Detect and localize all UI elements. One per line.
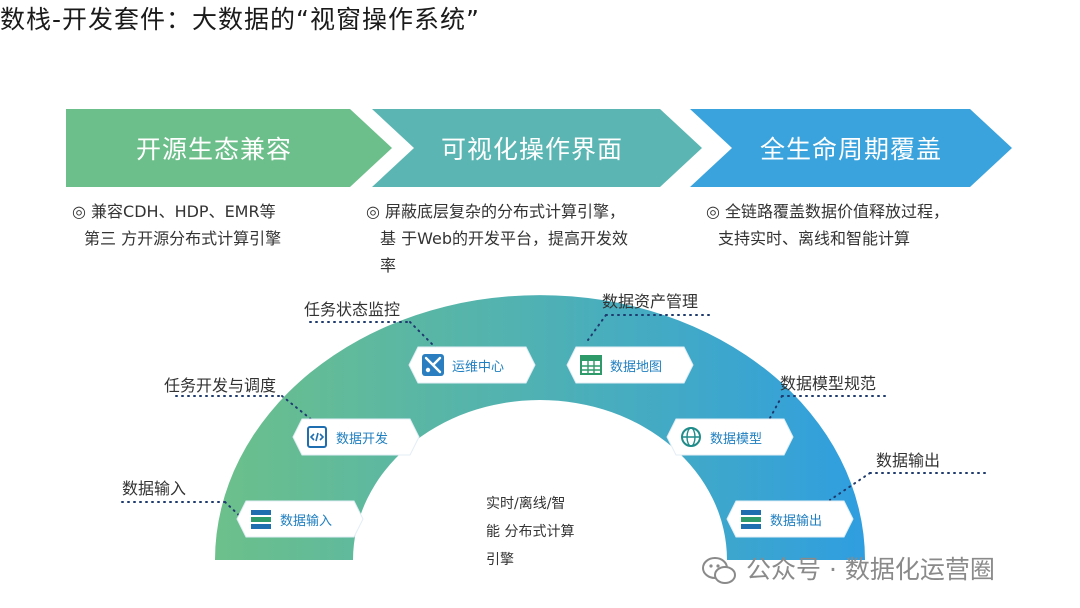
module-data-input[interactable]: 数据输入	[236, 500, 364, 538]
watermark: 公众号 · 数据化运营圈	[702, 550, 995, 586]
module-card-shape	[666, 418, 794, 456]
module-data-output[interactable]: 数据输出	[726, 500, 854, 538]
callout-asset-management: 数据资产管理	[602, 292, 699, 311]
banner-label-ecosystem: 开源生态兼容	[136, 135, 293, 164]
callout-task-monitor: 任务状态监控	[304, 300, 401, 319]
page-title: 数栈-开发套件：大数据的“视窗操作系统”	[0, 5, 480, 34]
description-line: 第三 方开源分布式计算引擎	[84, 229, 282, 248]
banner-shape-3	[690, 109, 1012, 187]
center-text-line: 实时/离线/智	[486, 496, 566, 512]
arch-band	[215, 295, 865, 560]
module-label: 数据模型	[710, 432, 763, 447]
center-engine-text: 实时/离线/智 能 分布式计算 引擎	[486, 490, 596, 574]
module-data-map[interactable]: 数据地图	[566, 346, 694, 384]
module-data-development[interactable]: 数据开发	[292, 418, 420, 456]
description-line: ◎ 全链路覆盖数据价值释放过程，	[706, 202, 950, 221]
description-line: 支持实时、离线和智能计算	[718, 229, 911, 248]
banner-label-lifecycle: 全生命周期覆盖	[760, 135, 943, 164]
stack-layers-icon	[741, 510, 761, 529]
description-line: ◎ 兼容CDH、HDP、EMR等	[72, 202, 276, 221]
description-lifecycle: ◎ 全链路覆盖数据价值释放过程， 支持实时、离线和智能计算	[706, 198, 949, 252]
code-file-icon	[307, 426, 327, 448]
watermark-text: 公众号 · 数据化运营圈	[746, 555, 995, 584]
module-label: 数据输出	[770, 514, 823, 529]
wechat-icon	[702, 557, 736, 584]
description-ecosystem: ◎ 兼容CDH、HDP、EMR等 第三 方开源分布式计算引擎	[72, 198, 281, 252]
callout-data-input: 数据输入	[122, 479, 187, 498]
globe-icon	[681, 427, 701, 447]
description-line: ◎ 屏蔽底层复杂的分布式计算引擎，	[366, 202, 626, 221]
description-visual-ui: ◎ 屏蔽底层复杂的分布式计算引擎， 基 于Web的开发平台，提高开发效 率	[366, 198, 628, 279]
description-line: 基 于Web的开发平台，提高开发效	[380, 229, 628, 248]
stack-layers-icon	[251, 510, 271, 529]
module-ops-center[interactable]: 运维中心	[408, 346, 536, 384]
banner-shape-2	[372, 109, 702, 187]
module-label: 数据地图	[610, 360, 663, 375]
banner-shape-1	[66, 109, 392, 187]
callout-model-spec: 数据模型规范	[780, 374, 877, 393]
tools-icon	[422, 354, 444, 376]
module-label: 运维中心	[452, 360, 505, 375]
callout-task-development: 任务开发与调度	[164, 376, 277, 395]
module-label: 数据输入	[280, 514, 333, 529]
callout-data-output: 数据输出	[876, 451, 941, 470]
table-grid-icon	[580, 355, 602, 375]
description-line: 率	[380, 256, 397, 275]
banner-label-visual-ui: 可视化操作界面	[441, 135, 624, 164]
center-text-line: 能 分布式计算	[486, 524, 575, 540]
module-data-model[interactable]: 数据模型	[666, 418, 794, 456]
center-text-line: 引擎	[486, 552, 514, 568]
module-label: 数据开发	[336, 432, 389, 447]
